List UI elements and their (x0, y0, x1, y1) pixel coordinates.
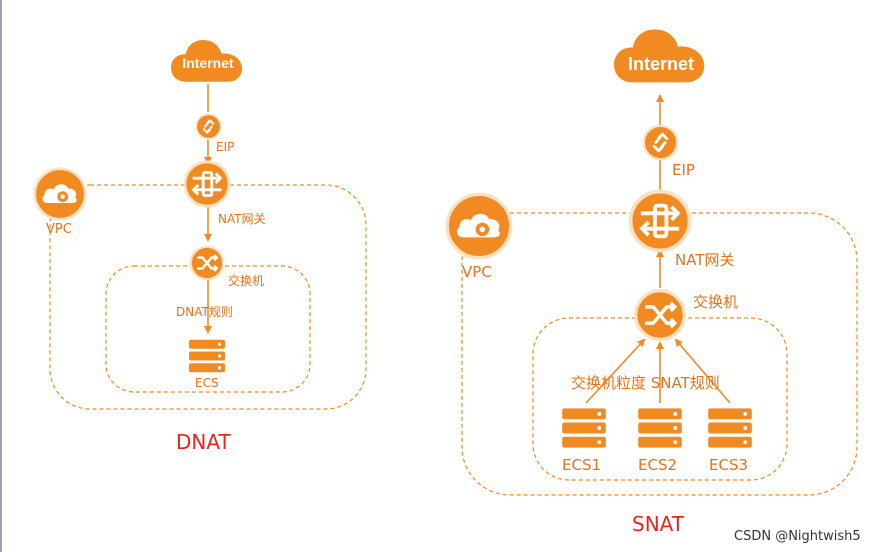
snat-rule-label: 交换机粒度 SNAT规则 (571, 374, 720, 392)
dnat-eip-icon (195, 113, 222, 140)
snat-nat-gateway-label: NAT网关 (675, 251, 734, 269)
csdn-watermark: CSDN @Nightwish5 (734, 529, 861, 544)
snat-ecs2-label: ECS2 (638, 456, 677, 474)
snat-switch-icon (633, 288, 687, 342)
dnat-ecs-server-icon (189, 339, 225, 373)
snat-internet-cloud-icon: Internet (614, 29, 705, 83)
dnat-vpc-label: VPC (46, 222, 72, 237)
snat-ecs3-label: ECS3 (709, 456, 748, 474)
snat-ecs3-server-icon (708, 408, 752, 448)
snat-diagram: Internet EIP VPC NAT网关 交换机 交换机粒度 SNAT规则 … (445, 29, 858, 536)
dnat-caption: DNAT (176, 430, 231, 454)
dnat-nat-gateway-label: NAT网关 (218, 212, 266, 226)
dnat-diagram: Internet EIP VPC NAT网关 交换机 DNAT规则 ECS DN… (33, 40, 367, 454)
snat-ecs1-server-icon (562, 408, 606, 448)
snat-ecs2-server-icon (638, 408, 682, 448)
snat-arrow-ecs3-switch (674, 338, 731, 404)
snat-arrow-ecs1-switch (585, 338, 646, 404)
snat-internet-label: Internet (628, 54, 694, 74)
dnat-eip-label: EIP (216, 140, 234, 154)
dnat-vpc-icon (33, 167, 87, 221)
dnat-rule-label: DNAT规则 (176, 304, 233, 319)
dnat-vpc-boundary (49, 184, 367, 410)
snat-nat-gateway-icon (628, 189, 692, 253)
snat-switch-label: 交换机 (693, 293, 738, 311)
snat-caption: SNAT (632, 512, 685, 536)
dnat-switch-label: 交换机 (228, 273, 264, 288)
snat-eip-label: EIP (672, 161, 695, 179)
dnat-internet-label: Internet (182, 55, 234, 71)
snat-eip-icon (642, 124, 679, 161)
snat-vpc-label: VPC (462, 263, 492, 281)
dnat-internet-cloud-icon: Internet (171, 40, 243, 82)
left-edge-bar (0, 0, 2, 552)
snat-vpc-icon (445, 192, 513, 260)
dnat-ecs-label: ECS (195, 376, 219, 390)
dnat-nat-gateway-icon (183, 160, 231, 208)
dnat-switch-icon (189, 245, 225, 281)
snat-ecs1-label: ECS1 (562, 456, 601, 474)
